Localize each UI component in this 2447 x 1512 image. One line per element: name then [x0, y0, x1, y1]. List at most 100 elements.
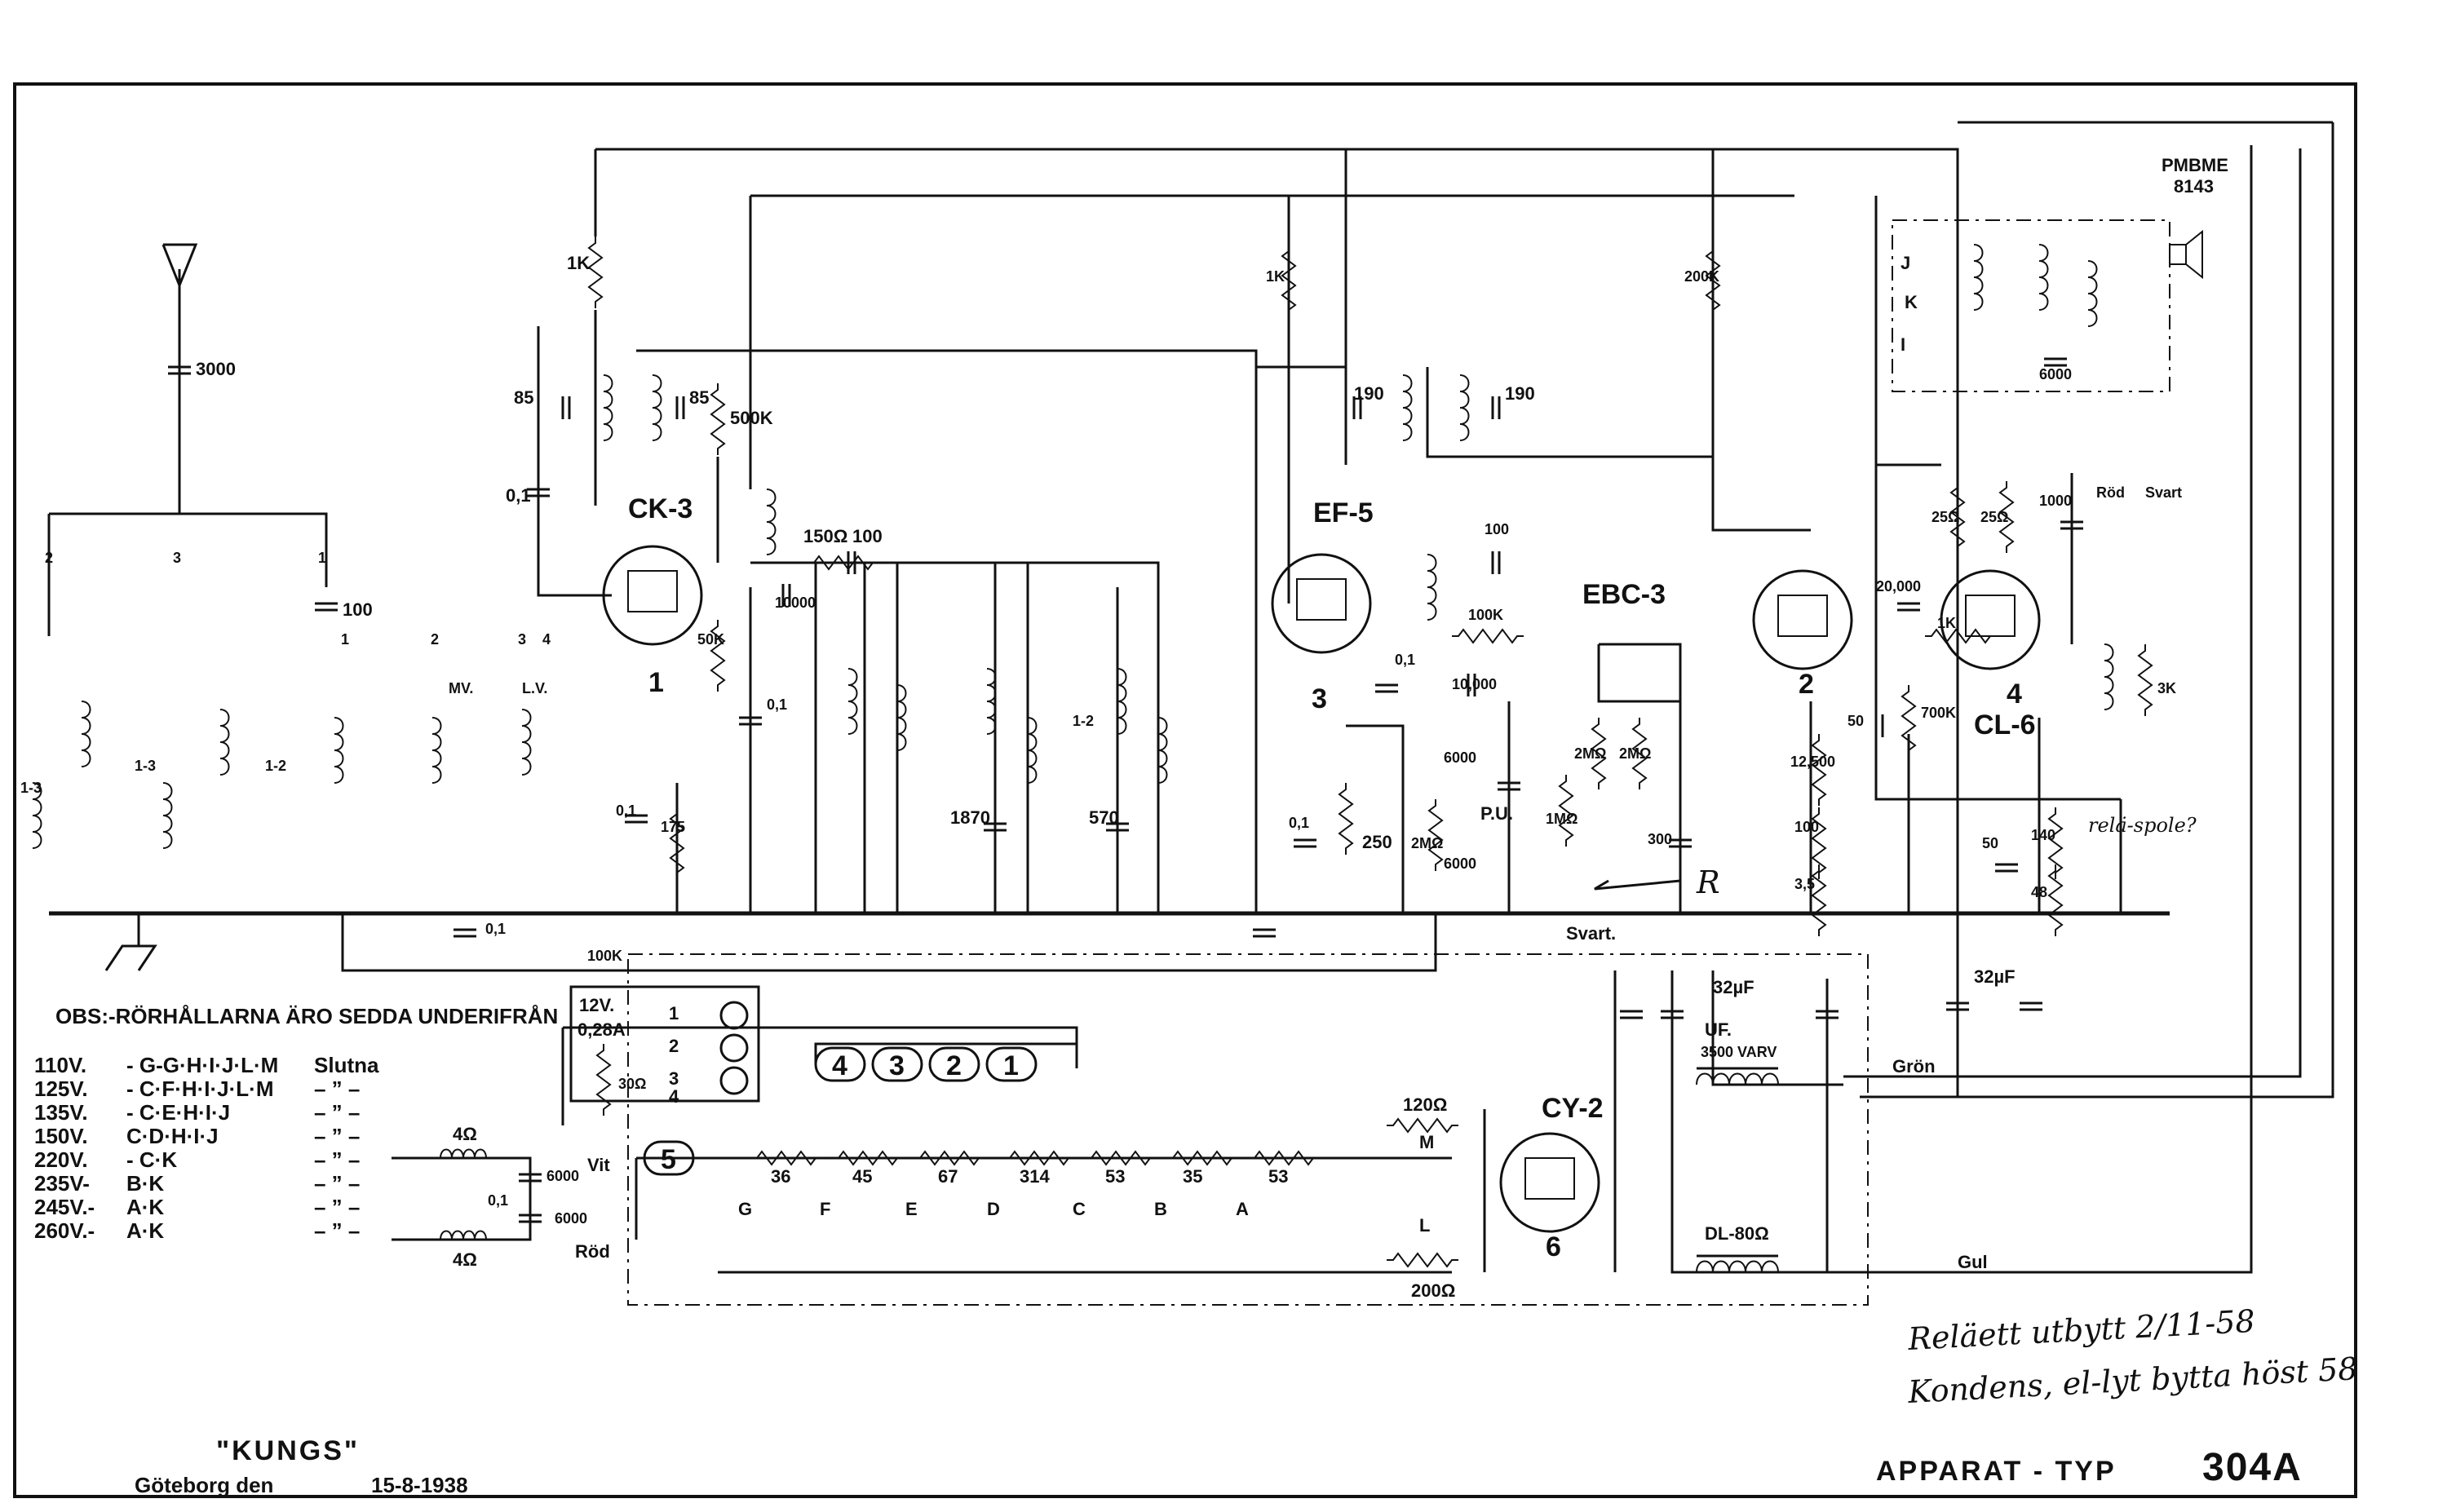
wiring — [47, 121, 2334, 1274]
label-r-200k: 200K — [1684, 268, 1719, 285]
label-r-53-b: 53 — [1268, 1166, 1288, 1187]
coil-num-0: 1-3 — [20, 780, 42, 796]
label-c-50-a: 50 — [1847, 713, 1864, 729]
coil-num-14: 1-2 — [1073, 713, 1094, 729]
handwritten-r: R — [1696, 864, 1720, 900]
label-r-48: 48 — [2031, 884, 2047, 900]
label-c-01-c: 0,1 — [616, 802, 636, 819]
components — [32, 229, 2203, 1273]
label-r-700k: 700K — [1921, 705, 1956, 721]
heater-label-2: 2 — [946, 1050, 962, 1081]
label-c-01-mains: 0,1 — [488, 1192, 508, 1209]
label-c-32uf-a: 32µF — [1713, 977, 1754, 997]
handwritten-arrow — [1594, 879, 1681, 891]
choke-dl — [1696, 1260, 1779, 1273]
vt-conn: - C·F·H·I·J·L·M — [126, 1077, 274, 1101]
handwritten-note-2: Kondens, el-lyt bytta höst 58 — [1906, 1351, 2358, 1410]
label-ebc3: EBC-3 — [1582, 579, 1666, 610]
label-r-2m-a: 2MΩ — [1411, 835, 1443, 851]
transformer-number: 8143 — [2174, 176, 2214, 197]
vt-conn: A·K — [126, 1195, 164, 1219]
label-r-100k-ebc: 100K — [1468, 607, 1503, 623]
label-c-01-b: 0,1 — [767, 696, 787, 713]
pilot-pin-3: 3 — [669, 1068, 679, 1089]
label-cl6: CL-6 — [1974, 710, 2036, 741]
speaker-icon — [2169, 244, 2187, 265]
label-gul: Gul — [1958, 1252, 1988, 1272]
tap-b: B — [1154, 1199, 1167, 1219]
vt-conn: C·D·H·I·J — [126, 1124, 219, 1148]
label-lv: L.V. — [522, 680, 547, 696]
label-dl: DL-80Ω — [1705, 1223, 1769, 1244]
label-c-6000-b: 6000 — [1444, 855, 1476, 872]
mains-coil-a — [440, 1148, 487, 1159]
heater-tube-2 — [928, 1046, 980, 1082]
label-cy2: CY-2 — [1542, 1093, 1604, 1124]
label-r-500k: 500K — [730, 408, 773, 428]
band-num-5: 3 — [518, 631, 526, 648]
label-c-570: 570 — [1089, 807, 1119, 828]
label-r-4-b: 4Ω — [453, 1249, 477, 1270]
label-r-1k-cl6: 1K — [1937, 615, 1956, 631]
vt-conn: - C·K — [126, 1147, 177, 1172]
band-num-2: 1 — [318, 550, 326, 566]
label-r-150: 150Ω — [803, 526, 847, 546]
label-r-35: 3,5 — [1794, 876, 1815, 892]
tube-ebc3 — [1752, 569, 1853, 670]
heater-label-3: 3 — [889, 1050, 905, 1081]
heater-label-5: 5 — [661, 1144, 676, 1175]
heater-tube-4 — [814, 1046, 866, 1082]
label-ck3: CK-3 — [628, 493, 693, 524]
pilot-current: 0,28A — [577, 1019, 626, 1040]
label-c-01-d: 0,1 — [1289, 815, 1309, 831]
label-c-10000-b: 10,000 — [1452, 676, 1497, 692]
vt-volt: 110V. — [34, 1053, 86, 1077]
tap-k: K — [1905, 292, 1918, 312]
label-r-36: 36 — [771, 1166, 790, 1187]
label-uf-turns: 3500 VARV — [1701, 1044, 1777, 1060]
transformer-cap: 6000 — [2039, 366, 2072, 382]
drawing-frame — [13, 82, 2357, 1498]
label-m: M — [1419, 1132, 1434, 1152]
heater-tube-1 — [985, 1046, 1038, 1082]
label-c-1870: 1870 — [950, 807, 990, 828]
vt-state: – ” – — [314, 1124, 360, 1148]
tube-number-3: 3 — [1312, 683, 1327, 714]
vt-conn: A·K — [126, 1218, 164, 1243]
tube-number-2: 2 — [1799, 669, 1814, 700]
label-antenna-cap: 3000 — [196, 359, 236, 379]
vt-conn: - G-G·H·I·J·L·M — [126, 1053, 278, 1077]
label-r-45: 45 — [852, 1166, 872, 1187]
label-c-10000-a: 10000 — [775, 595, 816, 611]
vt-state: – ” – — [314, 1218, 360, 1243]
label-c-100-ebc: 100 — [1485, 521, 1509, 537]
label-r-25-a: 25Ω — [1931, 509, 1959, 525]
label-c-100-mid: 100 — [852, 526, 883, 546]
pilot-pin-1: 1 — [669, 1003, 679, 1023]
pilot-voltage: 12V. — [579, 995, 614, 1015]
label-r-3k: 3K — [2157, 680, 2176, 696]
label-l: L — [1419, 1215, 1430, 1236]
label-gron: Grön — [1892, 1056, 1936, 1077]
label-c-190-b: 190 — [1505, 383, 1535, 404]
label-r-250: 250 — [1362, 832, 1392, 852]
label-mv: MV. — [449, 680, 473, 696]
heater-tube-5 — [643, 1140, 695, 1176]
vt-state: – ” – — [314, 1195, 360, 1219]
footer-type-label: APPARAT - TYP — [1876, 1456, 2117, 1487]
note-obs: OBS:-RÖRHÅLLARNA ÄRO SEDDA UNDERIFRÅN — [55, 1004, 558, 1028]
label-r-50k: 50K — [697, 631, 724, 648]
label-r-2m-b: 2MΩ — [1574, 745, 1606, 762]
band-num-0: 2 — [45, 550, 53, 566]
label-r-67: 67 — [938, 1166, 958, 1187]
coil-num-4: 1-3 — [135, 758, 156, 774]
tap-i: I — [1901, 334, 1905, 355]
label-r-2m-c: 2MΩ — [1619, 745, 1651, 762]
tap-f: F — [820, 1199, 830, 1219]
tube-number-4: 4 — [2007, 679, 2022, 710]
vt-state: Slutna — [314, 1053, 379, 1077]
pilot-pin-2: 2 — [669, 1036, 679, 1056]
vt-volt: 260V.- — [34, 1218, 95, 1243]
vt-volt: 135V. — [34, 1100, 88, 1125]
